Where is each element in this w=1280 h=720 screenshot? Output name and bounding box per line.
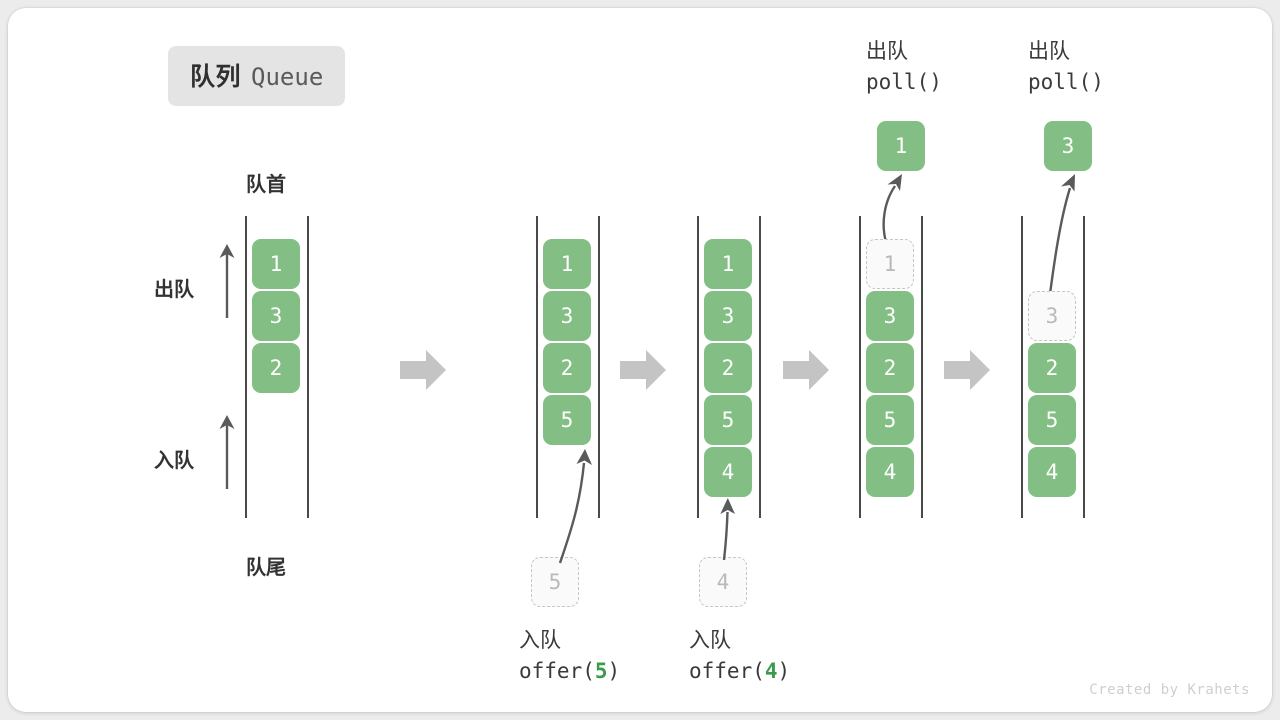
diagram-card: 队列 Queue 队首 队尾 出队 入队 1 3 2 (8, 8, 1272, 712)
queue-element: 2 (866, 343, 914, 393)
rail-right (921, 216, 923, 518)
queue-element: 5 (543, 395, 591, 445)
caption-arg: 4 (764, 659, 778, 683)
queue-element: 2 (543, 343, 591, 393)
rail-left (859, 216, 861, 518)
incoming-element-ghost: 5 (531, 557, 579, 607)
queue-element: 5 (704, 395, 752, 445)
queue-element: 1 (704, 239, 752, 289)
queue-element: 2 (252, 343, 300, 393)
caption-fn: offer( (689, 659, 765, 683)
queue-element: 3 (704, 291, 752, 341)
enqueue-connector-arrow-icon (558, 449, 592, 564)
caption-close: ) (777, 659, 791, 683)
rail-left (245, 216, 247, 518)
header-poll-3: 出队 poll() (1028, 36, 1104, 98)
queue-element-ghost: 3 (1028, 291, 1076, 341)
flow-arrow-icon (944, 350, 990, 390)
enqueue-direction-arrow-icon (219, 415, 235, 489)
rail-right (307, 216, 309, 518)
header-poll-1: 出队 poll() (866, 36, 942, 98)
queue-element: 4 (1028, 447, 1076, 497)
label-front: 队首 (246, 172, 286, 196)
caption-close: ) (607, 659, 621, 683)
diagram-stage: 队列 Queue 队首 队尾 出队 入队 1 3 2 (8, 8, 1272, 712)
queue-element: 2 (704, 343, 752, 393)
dequeue-connector-arrow-icon (1048, 174, 1075, 295)
caption-offer-5: 入队 offer(5) (519, 625, 620, 687)
caption-arg: 5 (594, 659, 608, 683)
caption-line-2: offer(5) (519, 655, 620, 687)
caption-line-2: offer(4) (689, 655, 790, 687)
flow-arrow-icon (400, 350, 446, 390)
rail-left (697, 216, 699, 518)
rail-left (536, 216, 538, 518)
label-enqueue-direction: 入队 (154, 448, 194, 472)
header-line-2: poll() (866, 70, 942, 94)
title-cn: 队列 (190, 62, 242, 91)
queue-element-ghost: 1 (866, 239, 914, 289)
queue-element: 5 (866, 395, 914, 445)
header-line-2: poll() (1028, 70, 1104, 94)
rail-right (759, 216, 761, 518)
title-badge: 队列 Queue (168, 46, 346, 106)
queue-element: 4 (866, 447, 914, 497)
label-dequeue-direction: 出队 (154, 277, 194, 301)
popped-element: 3 (1044, 121, 1092, 171)
queue-element: 4 (704, 447, 752, 497)
flow-arrow-icon (620, 350, 666, 390)
incoming-element-ghost: 4 (699, 557, 747, 607)
queue-element: 2 (1028, 343, 1076, 393)
popped-element: 1 (877, 121, 925, 171)
queue-element: 3 (252, 291, 300, 341)
dequeue-connector-arrow-icon (882, 174, 902, 243)
rail-right (598, 216, 600, 518)
queue-element: 5 (1028, 395, 1076, 445)
queue-element: 1 (543, 239, 591, 289)
flow-arrow-icon (783, 350, 829, 390)
rail-left (1021, 216, 1023, 518)
title-en: Queue (251, 63, 324, 91)
caption-offer-4: 入队 offer(4) (689, 625, 790, 687)
caption-fn: offer( (519, 659, 595, 683)
header-line-1: 出队 (1028, 39, 1070, 63)
label-rear: 队尾 (246, 555, 286, 579)
rail-right (1083, 216, 1085, 518)
credit-text: Created by Krahets (1089, 682, 1250, 698)
dequeue-direction-arrow-icon (219, 244, 235, 318)
queue-element: 1 (252, 239, 300, 289)
queue-element: 3 (543, 291, 591, 341)
enqueue-connector-arrow-icon (720, 498, 735, 561)
header-line-1: 出队 (866, 39, 908, 63)
caption-line-1: 入队 (519, 628, 561, 652)
queue-element: 3 (866, 291, 914, 341)
caption-line-1: 入队 (689, 628, 731, 652)
